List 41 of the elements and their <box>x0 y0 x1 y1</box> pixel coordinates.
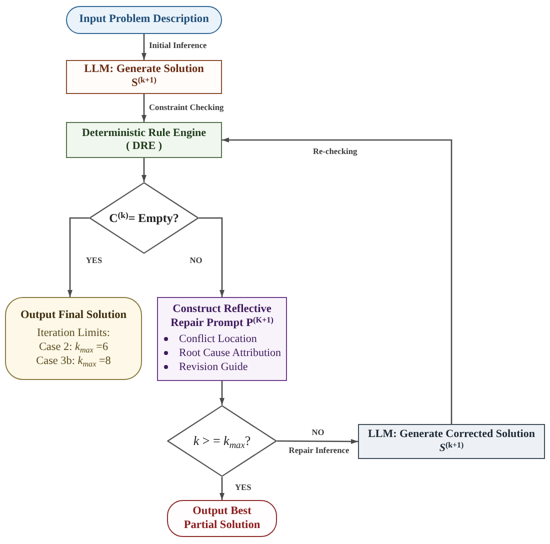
flow-arrow <box>222 138 452 424</box>
flow-arrow <box>220 381 224 405</box>
edge-label: Constraint Checking <box>148 103 225 112</box>
bullet-text: Revision Guide <box>179 360 248 374</box>
edge-label: Re-checking <box>312 147 358 156</box>
node-title: Output Final Solution <box>20 309 127 323</box>
flow-arrow <box>142 34 146 60</box>
flow-arrow <box>142 158 146 182</box>
edge-label: YES <box>234 483 252 492</box>
edge-label: NO <box>188 256 204 266</box>
decision-diamond <box>89 182 199 254</box>
body-text: Case 3b: k$_{max}$ =8 <box>36 354 111 368</box>
bullet-text: Root Cause Attribution <box>179 346 282 360</box>
flow-arrow <box>68 217 89 297</box>
edge-label: YES <box>84 256 104 266</box>
edge-label: NO <box>310 428 326 438</box>
flow-arrow <box>277 438 358 444</box>
node-title: Output Best Partial Solution <box>182 504 262 532</box>
flow-arrow <box>220 477 224 500</box>
node-title: LLM: Generate Solution S$^{(k+1)}$ <box>83 63 205 91</box>
edge-label: Initial Inference <box>148 41 208 50</box>
decision-diamond <box>167 405 277 477</box>
process-box <box>66 122 222 158</box>
process-box <box>157 297 287 381</box>
node-title: C$^{(k)}$= Empty? <box>109 210 179 226</box>
node-title: Deterministic Rule Engine ( DRE ) <box>80 126 208 154</box>
start-terminal <box>66 6 222 34</box>
node-title: Input Problem Description <box>79 13 209 27</box>
annotation-text: Repair Inference <box>288 446 350 456</box>
end-terminal <box>167 500 277 537</box>
process-box <box>358 424 545 459</box>
node-title: LLM: Generate Corrected Solution S$^{(k+1)}$ <box>367 428 536 455</box>
process-box <box>66 60 222 94</box>
bullet-text: Conflict Location <box>179 332 257 346</box>
node-title: k > = k$_{max}$? <box>193 433 251 449</box>
body-text: Case 2: k$_{max}$ =6 <box>38 340 108 354</box>
body-text: Iteration Limits: <box>36 326 110 340</box>
flow-arrow <box>199 217 224 297</box>
node-title: Construct Reflective Repair Prompt P$^{(K+1)}$ <box>170 303 274 330</box>
output-box <box>5 297 142 380</box>
flow-arrow <box>142 94 146 122</box>
